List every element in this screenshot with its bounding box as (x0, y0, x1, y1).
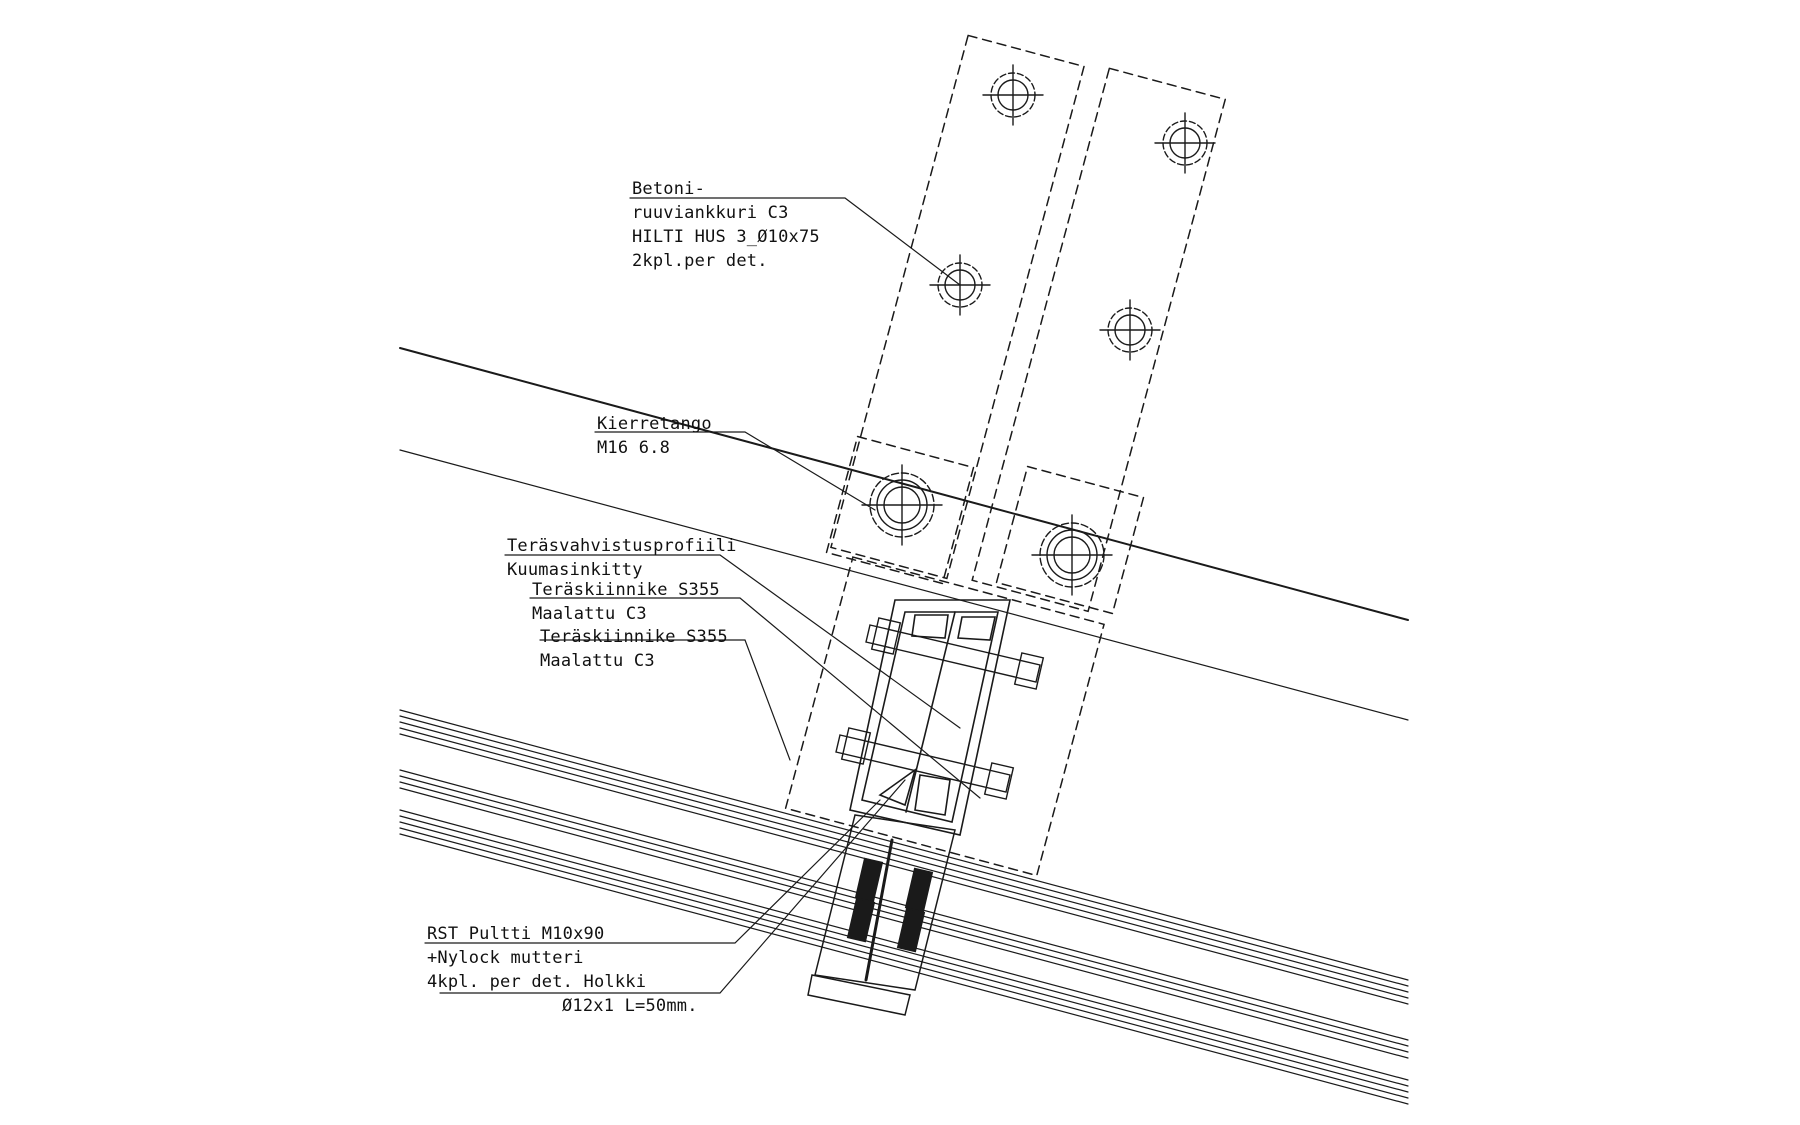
threaded-rod-line (399, 347, 1409, 621)
rod-plate-left (825, 435, 975, 585)
label-profile-line-1: Teräsvahvistusprofiili (507, 536, 737, 556)
concrete-edge (399, 449, 1409, 721)
glazing-panel-lower (399, 809, 1409, 1105)
label-bolt-line-2: +Nylock mutteri (427, 948, 584, 968)
leader-lines (424, 197, 981, 994)
label-profile-line-2: Kuumasinkitty (507, 560, 643, 580)
label-threaded-rod: Kierretango M16 6.8 (597, 412, 712, 460)
label-bracket-1-line-2: Maalattu C3 (532, 604, 647, 624)
label-bracket-2-line-1: Teräskiinnike S355 (540, 627, 728, 647)
label-bracket-2: Teräskiinnike S355 Maalattu C3 (540, 625, 728, 673)
label-anchor-line-3: HILTI HUS 3_Ø10x75 (632, 227, 820, 247)
rod-plate-right (995, 465, 1145, 615)
label-bolt-line-3: 4kpl. per det. Holkki (427, 972, 647, 992)
label-rod-line-2: M16 6.8 (597, 438, 671, 458)
label-bracket-2-line-2: Maalattu C3 (540, 651, 655, 671)
label-anchor-line-1: Betoni- (632, 179, 706, 199)
label-rod-line-1: Kierretango (597, 414, 712, 434)
label-bracket-1: Teräskiinnike S355 Maalattu C3 (532, 578, 720, 626)
glazing-clamp (807, 814, 956, 1016)
steel-profile (849, 599, 1011, 836)
rod-nut-icon (861, 464, 1113, 596)
label-anchor: Betoni- ruuviankkuri C3 HILTI HUS 3_Ø10x… (632, 177, 820, 273)
label-bracket-1-line-1: Teräskiinnike S355 (532, 580, 720, 600)
label-anchor-line-2: ruuviankkuri C3 (632, 203, 789, 223)
anchor-plate-left (830, 34, 1085, 580)
bracket-bolt-icon (835, 617, 1045, 800)
anchor-plate-right (971, 67, 1227, 613)
label-bolt: RST Pultti M10x90 +Nylock mutteri 4kpl. … (427, 922, 698, 1018)
label-bolt-line-4: Ø12x1 L=50mm. (562, 996, 698, 1016)
label-profile: Teräsvahvistusprofiili Kuumasinkitty (507, 534, 737, 582)
glazing-panel-upper (399, 709, 1409, 1005)
bracket-outline (784, 556, 1105, 877)
label-anchor-line-4: 2kpl.per det. (632, 251, 768, 271)
label-bolt-line-1: RST Pultti M10x90 (427, 924, 605, 944)
